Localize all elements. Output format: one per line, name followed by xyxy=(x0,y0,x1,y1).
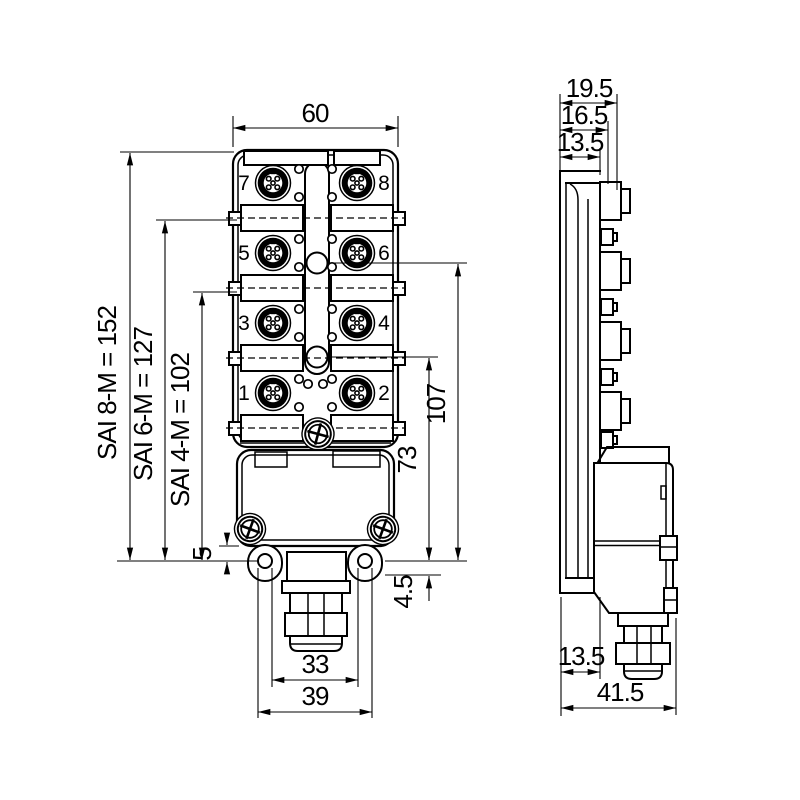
front-view: 7 8 5 6 3 4 1 2 xyxy=(226,148,406,652)
m12-connector-7 xyxy=(254,164,292,202)
dim-33-label: 33 xyxy=(302,649,329,679)
dim-sai4m: SAI 4-M = 102 xyxy=(165,292,206,561)
m12-connector-4 xyxy=(338,304,376,342)
dim-39-label: 39 xyxy=(302,681,329,711)
connector-number-4: 4 xyxy=(378,312,390,335)
mounting-hole-right xyxy=(357,553,373,569)
mounting-ear-left xyxy=(247,544,283,582)
dim-sai6m-label: SAI 6-M = 127 xyxy=(128,327,158,481)
lower-housing-vent-left xyxy=(254,451,288,468)
connector-number-8: 8 xyxy=(378,172,390,195)
m12-connector-5 xyxy=(254,234,292,272)
dim-sai4m-label: SAI 4-M = 102 xyxy=(165,353,195,507)
connector-number-1: 1 xyxy=(238,382,250,405)
led-indicators xyxy=(293,163,338,413)
cable-gland-side xyxy=(615,612,671,680)
connector-number-7: 7 xyxy=(238,172,250,195)
m12-connector-3 xyxy=(254,304,292,342)
top-label-strip-left xyxy=(243,150,329,166)
dim-13-5-bottom-label: 13.5 xyxy=(558,641,605,671)
dim-39: 39 xyxy=(257,681,373,716)
dim-41-5: 41.5 xyxy=(560,677,677,712)
connector-number-2: 2 xyxy=(378,382,390,405)
central-fixing-hole-upper xyxy=(305,251,329,275)
dim-33: 33 xyxy=(271,649,359,684)
dim-16-5: 16.5 xyxy=(559,100,609,134)
side-lower-box xyxy=(593,446,678,614)
side-latch-upper xyxy=(659,535,678,561)
cover-screw-left xyxy=(233,512,267,546)
m12-connector-6 xyxy=(338,234,376,272)
dim-sai6m: SAI 6-M = 127 xyxy=(128,220,169,561)
mounting-ear-right xyxy=(347,544,383,582)
dim-top-width-label: 60 xyxy=(302,98,329,128)
connector-number-5: 5 xyxy=(238,242,250,265)
side-connector-bumps xyxy=(599,181,631,449)
front-lower-housing xyxy=(235,448,396,548)
dim-41-5-label: 41.5 xyxy=(597,677,644,707)
top-label-strips xyxy=(243,150,381,166)
side-body xyxy=(559,170,602,594)
dim-73: 73 xyxy=(392,357,433,561)
dim-13-5-top-label: 13.5 xyxy=(557,127,604,157)
dim-107-label: 107 xyxy=(421,383,451,424)
connector-number-6: 6 xyxy=(378,242,390,265)
dim-73-label: 73 xyxy=(392,446,422,473)
side-view xyxy=(559,170,678,680)
dimensions: 60 SAI 8-M = 152 SAI 6-M = 127 SAI 4-M =… xyxy=(92,73,677,718)
m12-connector-2 xyxy=(338,374,376,412)
marker-label-strips xyxy=(226,204,406,442)
m12-connector-1 xyxy=(254,374,292,412)
dim-4-5-label: 4.5 xyxy=(388,575,418,609)
dim-top-width: 60 xyxy=(232,98,399,132)
central-fixing-hole-lower xyxy=(305,345,329,369)
cable-gland-front xyxy=(281,551,351,652)
connector-number-3: 3 xyxy=(238,312,250,335)
dim-19-5: 19.5 xyxy=(559,73,618,107)
dim-sai8m-label: SAI 8-M = 152 xyxy=(92,306,122,460)
front-lower-housing-seam xyxy=(241,454,390,541)
dim-19-5-label: 19.5 xyxy=(566,73,613,103)
dim-sai8m: SAI 8-M = 152 xyxy=(92,152,134,561)
m12-connector-8 xyxy=(338,164,376,202)
top-label-strip-right xyxy=(333,150,381,166)
dim-13-5-bottom: 13.5 xyxy=(558,641,606,676)
dim-flange-offset-label: 5 xyxy=(187,547,217,561)
cover-screw-right xyxy=(366,512,400,546)
dim-13-5-top: 13.5 xyxy=(557,127,605,161)
dim-16-5-label: 16.5 xyxy=(561,100,608,130)
lower-housing-vent-right xyxy=(332,450,381,468)
mounting-flange xyxy=(247,544,383,582)
dim-4-5: 4.5 xyxy=(388,547,433,609)
dim-flange-offset: 5 xyxy=(187,532,231,575)
m12-connectors: 7 8 5 6 3 4 1 2 xyxy=(238,164,390,412)
